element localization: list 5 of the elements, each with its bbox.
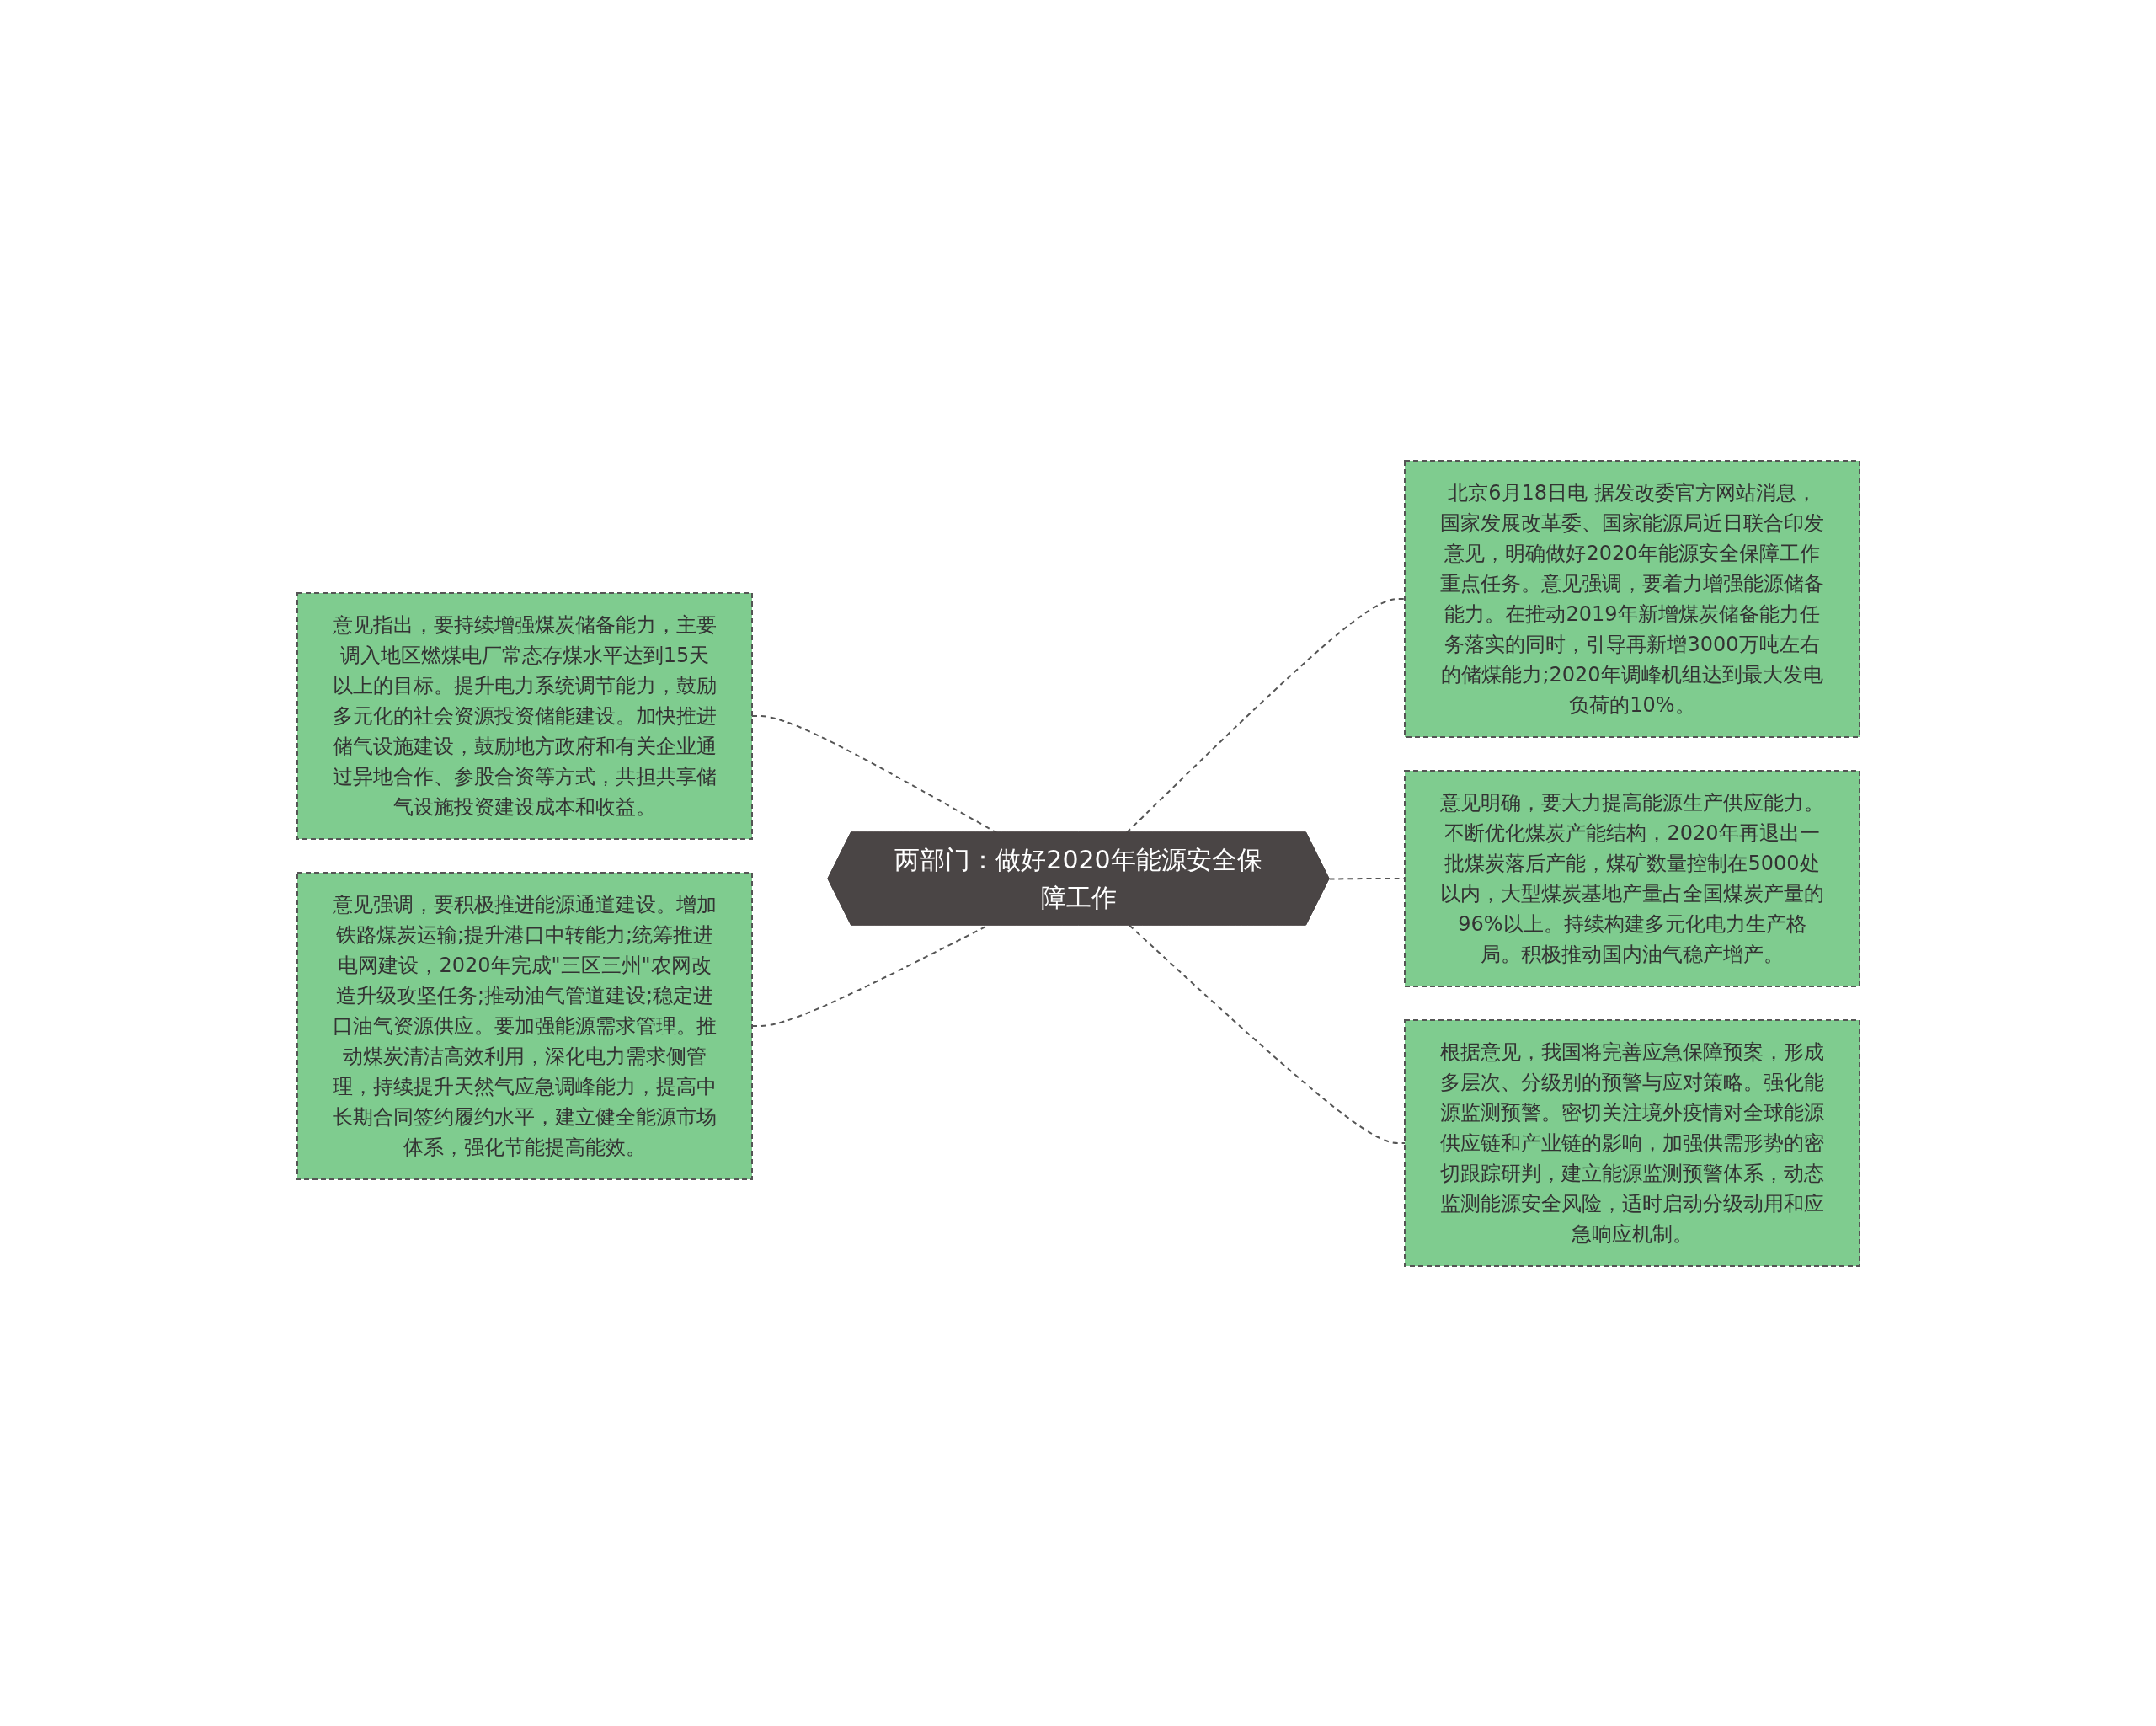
node-box: 北京6月18日电 据发改委官方网站消息，国家发展改革委、国家能源局近日联合印发意见，明确做好2020年能源安全保障工作重点任务。意见强调，要着力增强能源储备能力。在推动2019年新增煤炭储备能力任务落实的同时，引导再新增3000万吨左右的储煤能力;2020年调峰机组达到最大发电负荷的10%。 — [1403, 459, 1860, 738]
node-box: 意见指出，要持续增强煤炭储备能力，主要调入地区燃煤电厂常态存煤水平达到15天以上的目标。提升电力系统调节能力，鼓励多元化的社会资源投资储能建设。加快推进储气设施建设，鼓励地方政府和有关企业通过异地合作、参股合资等方式，共担共享储气设施投资建设成本和收益。 — [296, 591, 753, 840]
node-box: 意见明确，要大力提高能源生产供应能力。不断优化煤炭产能结构，2020年再退出一批煤炭落后产能，煤矿数量控制在5000处以内，大型煤炭基地产量占全国煤炭产量的96%以上。持续构建多元化电力生产格局。积极推动国内油气稳产增产。 — [1403, 769, 1860, 987]
node-box: 根据意见，我国将完善应急保障预案，形成多层次、分级别的预警与应对策略。强化能源监测预警。密切关注境外疫情对全球能源供应链和产业链的影响，加强供需形势的密切跟踪研判，建立能源监测预警体系，动态监测能源安全风险，适时启动分级动用和应急响应机制。 — [1403, 1018, 1860, 1267]
node-box: 意见强调，要积极推进能源通道建设。增加铁路煤炭运输;提升港口中转能力;统筹推进电网建设，2020年完成"三区三州"农网改造升级攻坚任务;推动油气管道建设;稳定进口油气资源供应。要加强能源需求管理。推动煤炭清洁高效利用，深化电力需求侧管理，持续提升天然气应急调峰能力，提高中长期合同签约履约水平，建立健全能源市场体系，强化节能提高能效。 — [296, 871, 753, 1180]
